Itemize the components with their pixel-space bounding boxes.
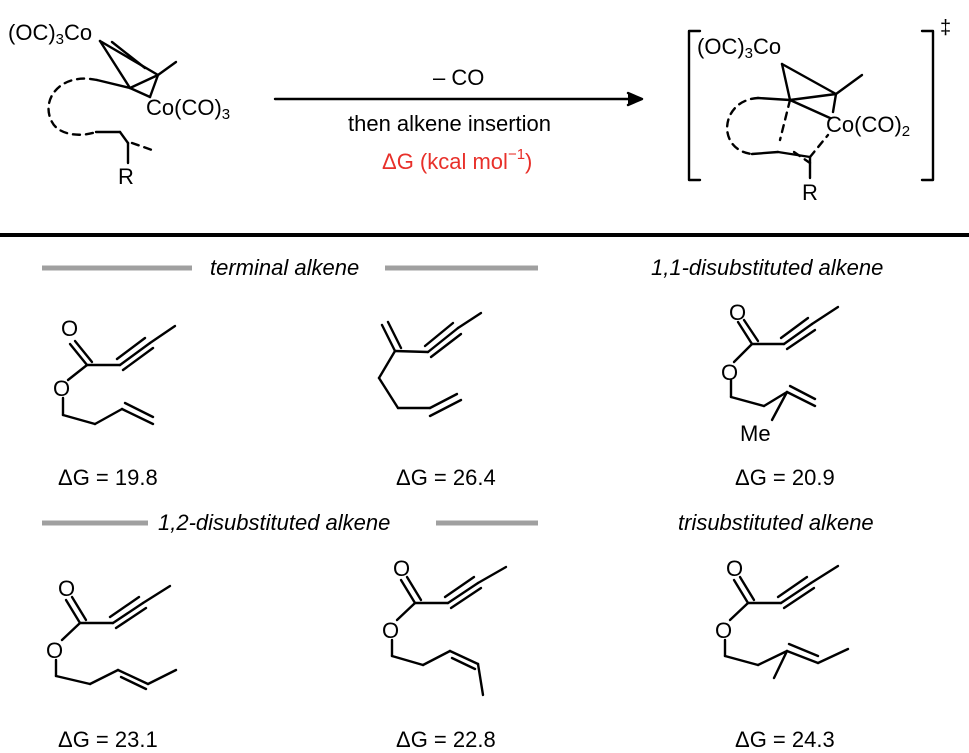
- compound-3-methyl-label: Me: [740, 421, 771, 446]
- compound-3-energy: ΔG = 20.9: [735, 465, 835, 490]
- dagger-symbol: ‡: [940, 17, 952, 39]
- compound-6-energy: ΔG = 24.3: [735, 727, 835, 752]
- category-11-disubstituted-heading: 1,1-disubstituted alkene: [651, 255, 884, 280]
- reactant-structure: [47, 39, 178, 165]
- compound-3-structure: [729, 305, 840, 422]
- reactant-co-right-label: Co(CO)3: [146, 95, 231, 123]
- compound-4-carbonyl-o: O: [58, 576, 76, 601]
- arrow-label-minus-co: – CO: [433, 65, 485, 90]
- compound-6-structure: [723, 564, 850, 680]
- ts-r-label: R: [802, 180, 818, 205]
- reaction-arrow: [273, 91, 644, 107]
- compound-5-structure: [390, 565, 508, 697]
- compound-3-ester-o: O: [721, 360, 739, 385]
- reactant-r-label: R: [118, 164, 134, 189]
- category-trisubstituted-heading: trisubstituted alkene: [678, 510, 874, 535]
- compound-2-energy: ΔG = 26.4: [396, 465, 496, 490]
- compound-4-energy: ΔG = 23.1: [58, 727, 158, 752]
- compound-1-ester-o: O: [53, 376, 71, 401]
- compound-1-energy: ΔG = 19.8: [58, 465, 158, 490]
- compound-6-carbonyl-o: O: [726, 556, 744, 581]
- compound-1-carbonyl-o: O: [61, 316, 79, 341]
- ts-co-right-label: Co(CO)2: [826, 112, 911, 140]
- reactant-co-top-label: (OC)3Co: [8, 20, 93, 48]
- category-terminal-heading: terminal alkene: [210, 255, 360, 280]
- compound-6-ester-o: O: [715, 618, 733, 643]
- category-12-disubstituted-heading: 1,2-disubstituted alkene: [158, 510, 391, 535]
- compound-1-structure: [61, 324, 177, 426]
- compound-3-carbonyl-o: O: [729, 300, 747, 325]
- ts-co-top-label: (OC)3Co: [697, 34, 782, 62]
- compound-5-energy: ΔG = 22.8: [396, 727, 496, 752]
- compound-5-carbonyl-o: O: [393, 556, 411, 581]
- compound-5-ester-o: O: [382, 618, 400, 643]
- arrow-label-insertion: then alkene insertion: [348, 111, 552, 136]
- compound-2-structure: [377, 311, 483, 418]
- transition-state-structure: [687, 29, 935, 182]
- compound-4-structure: [54, 584, 178, 691]
- compound-4-ester-o: O: [46, 638, 64, 663]
- arrow-label-delta-g: ΔG (kcal mol−1): [382, 146, 533, 174]
